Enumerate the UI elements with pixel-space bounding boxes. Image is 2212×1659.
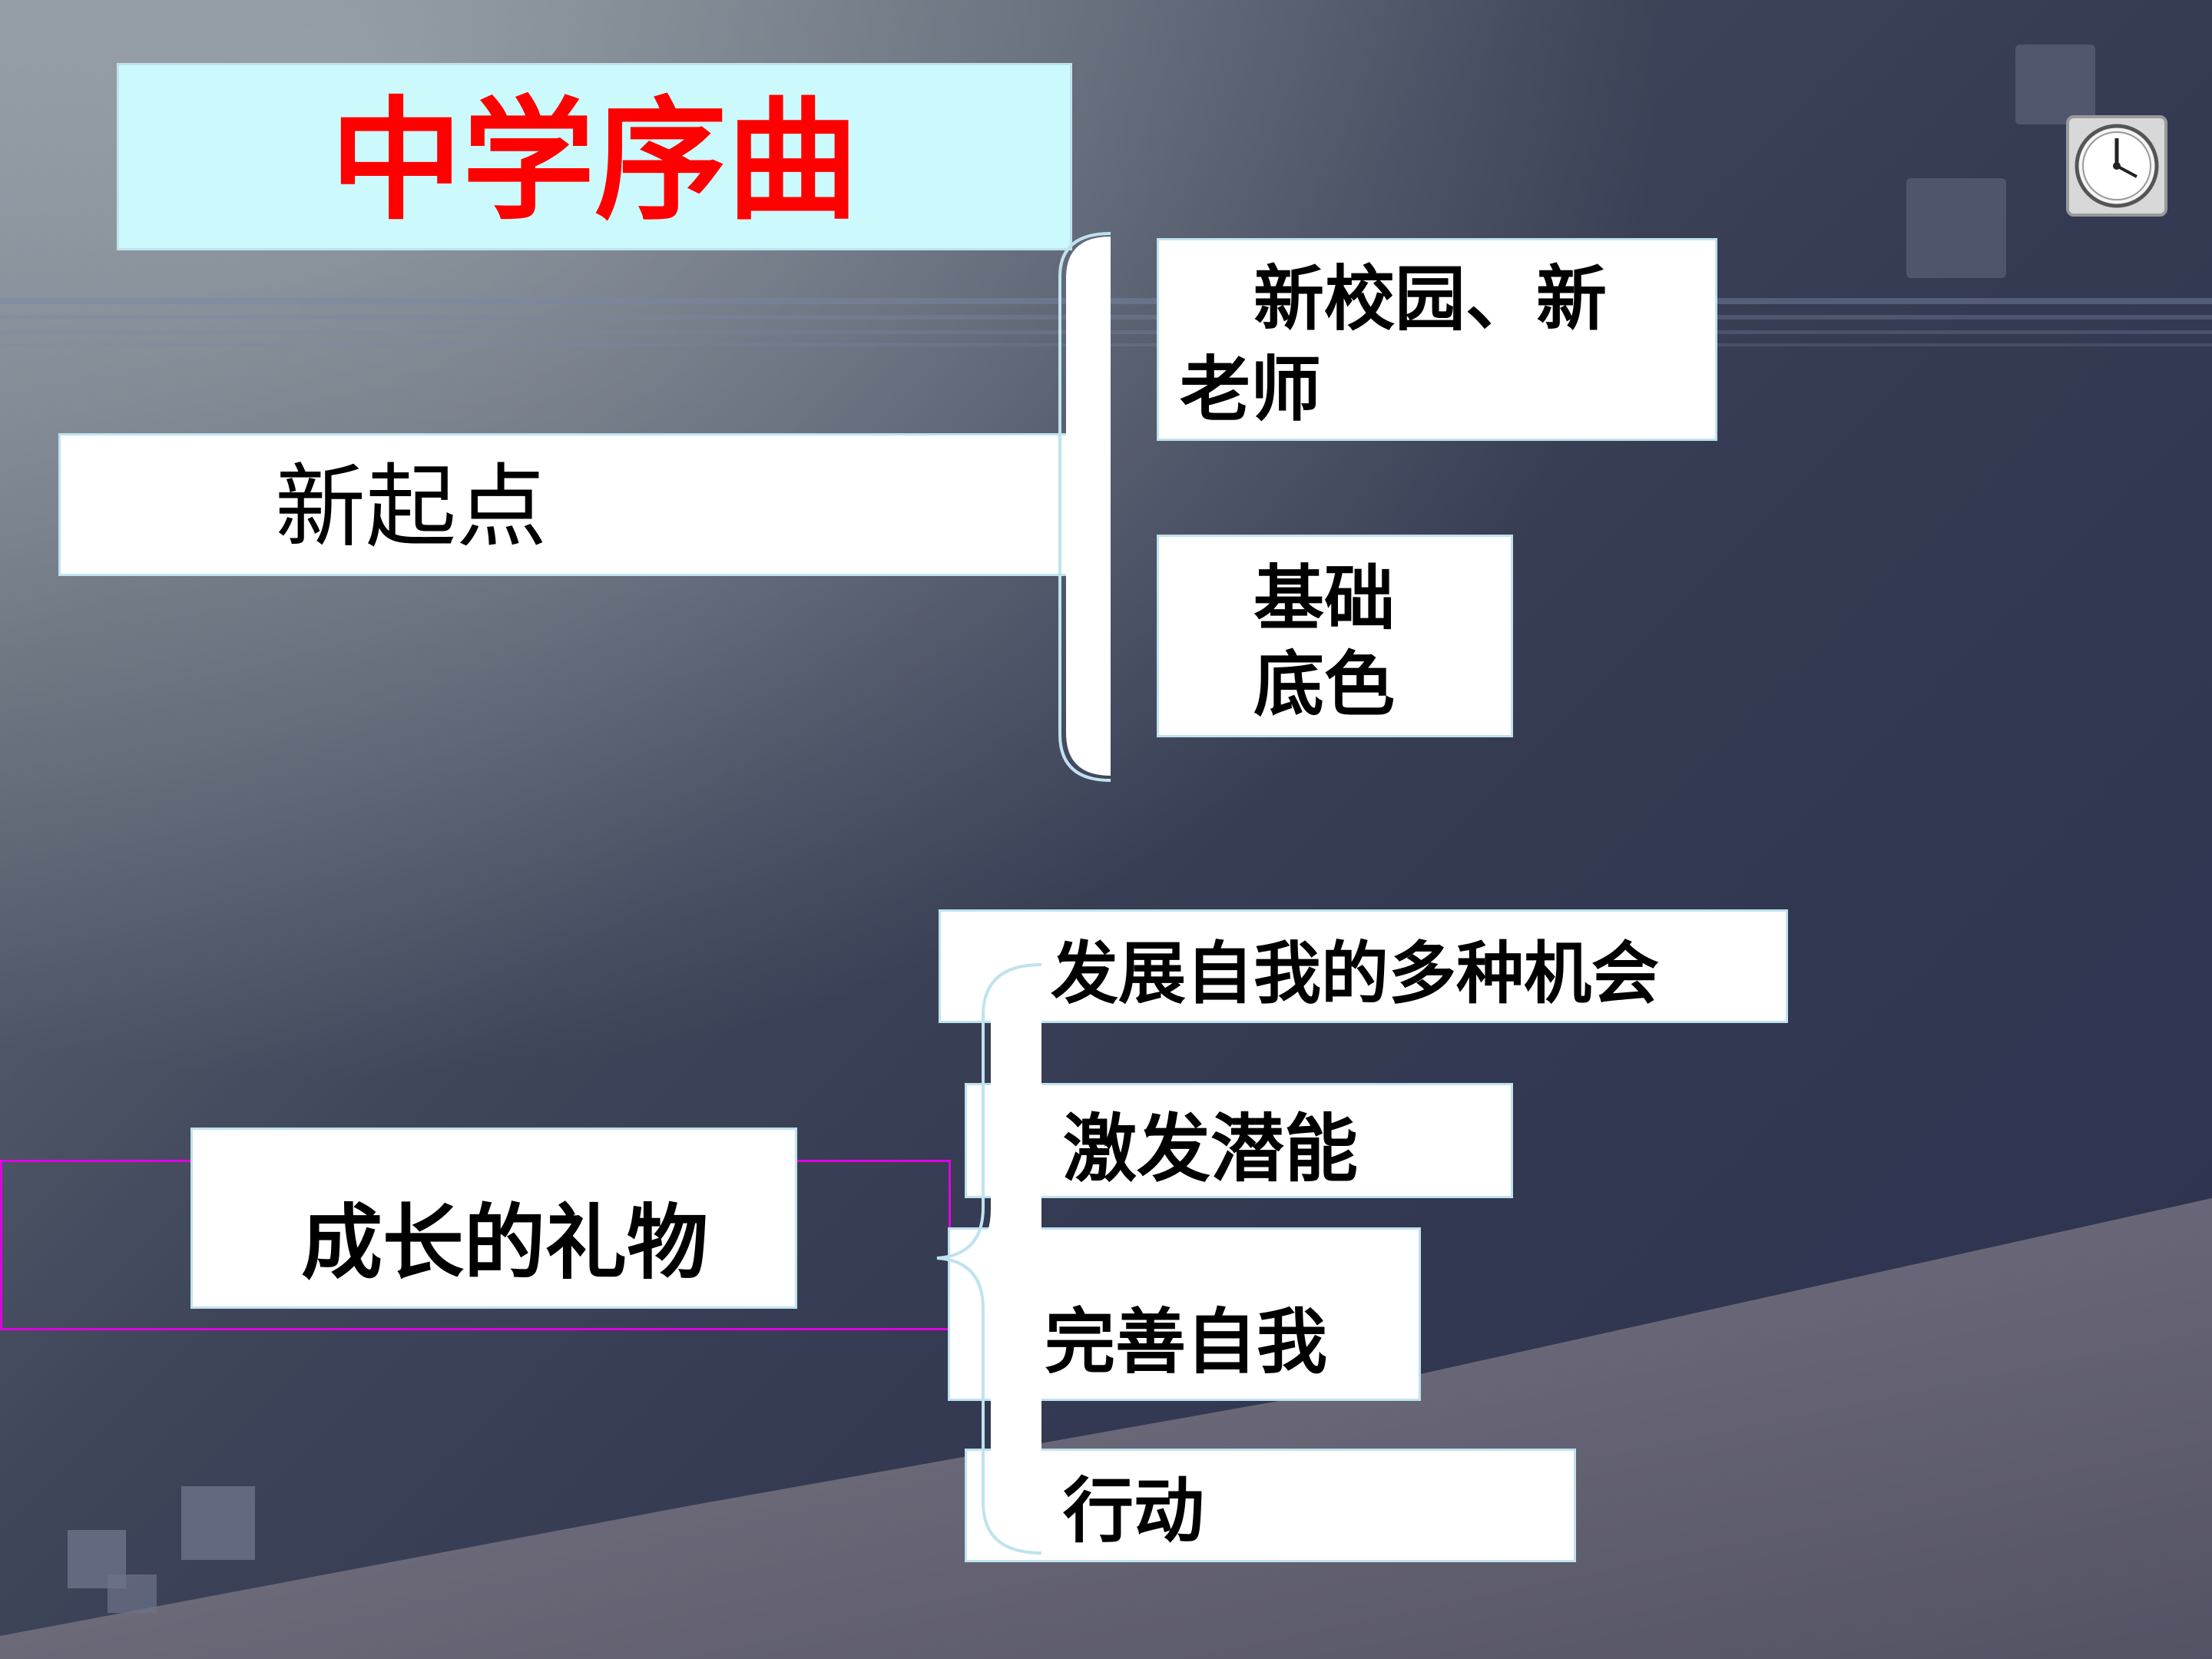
branch1-main-box bbox=[58, 433, 1074, 576]
branch1-main-label: 新起点 bbox=[275, 454, 548, 560]
branch2-sub2-box bbox=[965, 1083, 1513, 1198]
page-title: 中学序曲 bbox=[330, 84, 859, 238]
branch2-sub4-label: 行动 bbox=[1063, 1470, 1205, 1552]
clock-icon[interactable] bbox=[2066, 115, 2167, 217]
branch2-sub1-label: 发展自我的多种机会 bbox=[1051, 934, 1660, 1013]
branch1-sub2-line1: 基础 bbox=[1253, 558, 1396, 640]
branch1-sub1-line1: 新校园、新 bbox=[1253, 258, 1608, 340]
branch1-sub2-box bbox=[1157, 535, 1513, 737]
branch2-main-box bbox=[190, 1128, 797, 1309]
branch2-sub4-box bbox=[965, 1449, 1576, 1562]
branch1-sub1-line2: 老师 bbox=[1180, 349, 1322, 431]
title-box bbox=[117, 63, 1072, 250]
branch1-sub2-line2: 底色 bbox=[1253, 644, 1396, 726]
branch2-main-label: 成长的礼物 bbox=[301, 1196, 708, 1290]
branch2-sub3-label: 完善自我 bbox=[1045, 1301, 1328, 1383]
branch2-sub1-box bbox=[939, 909, 1788, 1023]
branch2-sub2-label: 激发潜能 bbox=[1063, 1106, 1358, 1192]
branch1-sub1-box bbox=[1157, 238, 1717, 441]
branch1-brace bbox=[1058, 232, 1111, 782]
branch2-brace bbox=[936, 963, 1042, 1555]
